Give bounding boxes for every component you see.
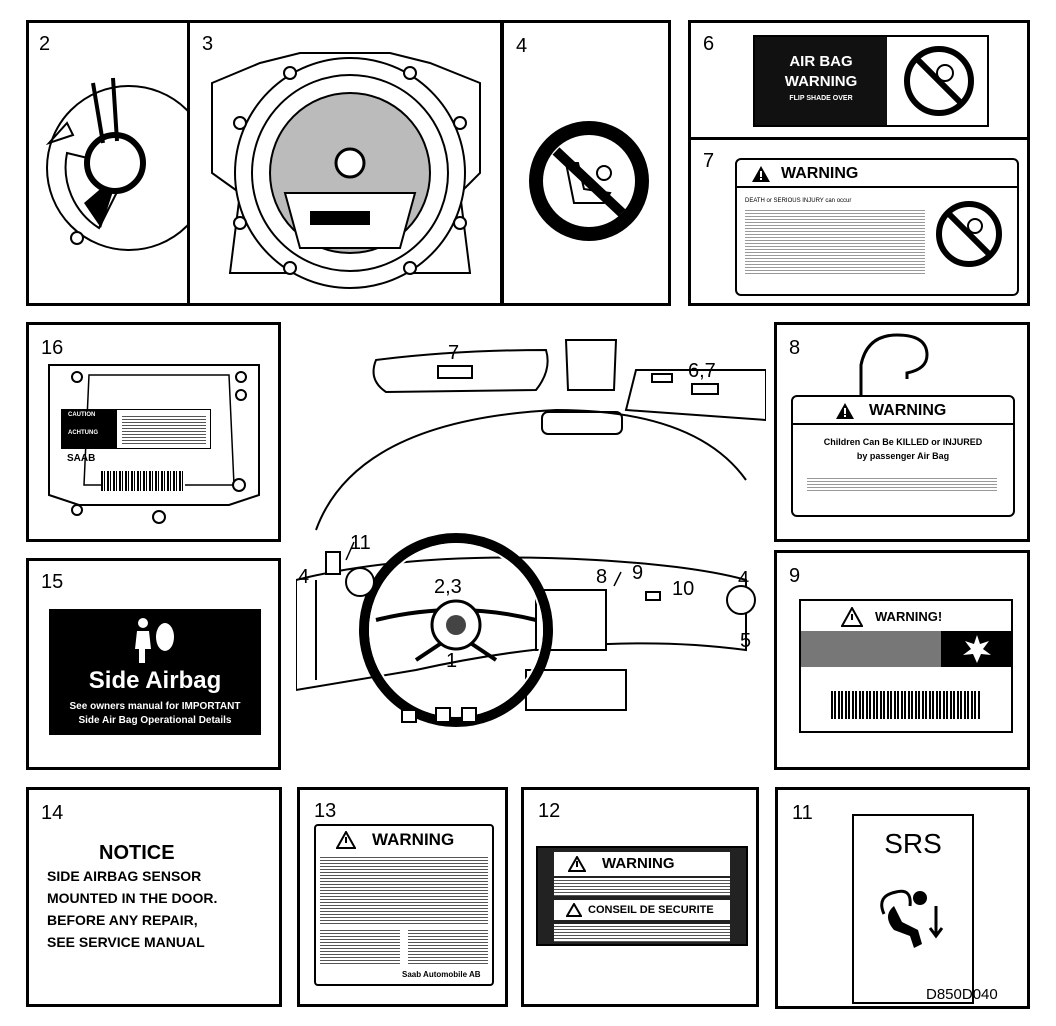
warning-triangle-icon xyxy=(841,607,863,627)
label-line1: See owners manual for IMPORTANT xyxy=(69,701,241,712)
brand-text: SAAB xyxy=(67,453,96,464)
warning-label: WARNING Saab Automobile AB xyxy=(314,824,494,986)
callout-9: 9 xyxy=(632,562,644,584)
callout-8: 8 xyxy=(596,566,608,588)
bilingual-warning-label: WARNING CONSEIL DE SECURITE xyxy=(536,846,748,946)
side-airbag-person-icon xyxy=(135,618,174,663)
callout-7: 7 xyxy=(448,342,460,364)
notice-title: NOTICE xyxy=(99,842,175,864)
panel-number: 3 xyxy=(202,33,214,55)
warning-triangle-icon xyxy=(836,403,854,419)
callout-2-3: 2,3 xyxy=(434,576,462,598)
caution-text: CAUTION xyxy=(68,412,96,418)
explosion-icon xyxy=(963,635,991,663)
no-airbag-seat-icon xyxy=(904,46,974,116)
panel-number: 16 xyxy=(41,337,64,359)
panel-8-hangtag: 8 WARNING Children Can Be KILLED or INJU… xyxy=(774,322,1030,542)
panel-12-bilingual-warning: 12 WARNING CONSEIL DE SECURITE xyxy=(521,787,759,1007)
no-airbag-seat-icon xyxy=(936,201,1002,267)
panel-7-visor-warning: 7 WARNING DEATH or SERIOUS INJURY can oc… xyxy=(688,137,1030,306)
module-label: CAUTION ACHTUNG xyxy=(61,409,211,449)
callout-10: 10 xyxy=(672,578,695,600)
panel-number: 9 xyxy=(789,565,801,587)
warning-triangle-icon xyxy=(752,166,770,182)
label-title-line2: WARNING xyxy=(784,73,858,90)
notice-line-3: BEFORE ANY REPAIR, xyxy=(47,912,198,928)
visor-warning-label: WARNING DEATH or SERIOUS INJURY can occu… xyxy=(735,158,1019,296)
panel-number: 4 xyxy=(516,35,528,57)
panel-number: 15 xyxy=(41,571,64,593)
panel-number: 12 xyxy=(538,800,561,822)
notice-line-1: SIDE AIRBAG SENSOR xyxy=(47,868,202,884)
panel-16-control-module: 16 CAUTION ACHTUNG SAAB xyxy=(26,322,281,542)
panel-11-srs-label: 11 SRS xyxy=(775,787,1030,1009)
panel-number: 7 xyxy=(703,150,715,172)
panel-number: 2 xyxy=(39,33,51,55)
callout-1: 1 xyxy=(446,650,458,672)
achtung-text: ACHTUNG xyxy=(68,430,98,436)
hangtag-hook xyxy=(859,333,929,397)
panel-number: 14 xyxy=(41,802,64,824)
panel-number: 11 xyxy=(792,802,813,824)
panel-13-warning-label: 13 WARNING Saab Automobile AB xyxy=(297,787,508,1007)
srs-label: SRS xyxy=(852,814,974,1004)
figure-code: D850D040 xyxy=(926,986,998,1003)
callout-6-7: 6,7 xyxy=(688,360,716,382)
panel-number: 13 xyxy=(314,800,337,822)
label-header: WARNING xyxy=(372,830,455,849)
notice-line-4: SEE SERVICE MANUAL xyxy=(47,934,205,950)
barcode xyxy=(101,471,185,491)
label-sub: CONSEIL DE SECURITE xyxy=(588,904,714,916)
panel-number: 6 xyxy=(703,33,715,55)
inflator-illustration xyxy=(45,77,187,251)
label-title: Side Airbag xyxy=(88,667,222,694)
label-small-text: FLIP SHADE OVER xyxy=(789,95,853,102)
warning-barcode-label: WARNING! xyxy=(799,599,1013,733)
label-header: WARNING xyxy=(869,402,947,419)
label-footer: Saab Automobile AB xyxy=(402,970,481,979)
panel-15-side-airbag-label: 15 Side Airbag See owners manual for IMP… xyxy=(26,558,281,770)
panel-number: 8 xyxy=(789,337,801,359)
callout-5: 5 xyxy=(740,630,752,652)
panel-9-sunvisor-barcode-label: 9 WARNING! xyxy=(774,550,1030,770)
panel-3-airbag-module: 3 xyxy=(187,20,503,306)
label-line2: Side Air Bag Operational Details xyxy=(78,715,232,726)
notice-line-2: MOUNTED IN THE DOOR. xyxy=(47,890,218,906)
no-rear-facing-seat-icon xyxy=(529,121,649,241)
dashboard-illustration xyxy=(296,339,766,727)
label-title-line1: AIR BAG xyxy=(789,53,853,70)
airbag-person-icon xyxy=(880,889,944,948)
dashboard-overview: 7 6,7 11 4 2,3 8 9 10 4 5 1 xyxy=(296,330,766,770)
label-fine-print xyxy=(745,210,925,274)
label-text-block xyxy=(320,856,488,924)
callout-4-left: 4 xyxy=(298,566,310,588)
label-line1: Children Can Be KILLED or INJURED xyxy=(823,437,983,447)
label-line1: DEATH or SERIOUS INJURY can occur xyxy=(745,198,852,204)
warning-triangle-icon xyxy=(336,831,356,849)
warning-triangle-icon xyxy=(568,856,586,872)
panel-4-child-seat-sticker: 4 xyxy=(501,20,671,306)
label-header: WARNING! xyxy=(875,609,943,624)
panel-14-notice-label: 14 NOTICE SIDE AIRBAG SENSOR MOUNTED IN … xyxy=(26,787,282,1007)
side-airbag-label: Side Airbag See owners manual for IMPORT… xyxy=(49,609,261,735)
srs-title: SRS xyxy=(884,828,942,859)
label-header: WARNING xyxy=(781,165,859,182)
callout-11: 11 xyxy=(350,532,371,554)
panel-6-sunvisor-label: 6 AIR BAG WARNING FLIP SHADE OVER xyxy=(688,20,1030,140)
label-line2: by passenger Air Bag xyxy=(856,451,950,461)
callout-4-right: 4 xyxy=(738,568,750,590)
airbag-warning-label: AIR BAG WARNING FLIP SHADE OVER xyxy=(753,35,989,127)
panel-2-steering-inflator: 2 xyxy=(26,20,190,306)
label-fine-print xyxy=(807,477,997,491)
label-header: WARNING xyxy=(602,855,675,872)
hangtag-label: WARNING Children Can Be KILLED or INJURE… xyxy=(791,395,1015,517)
warning-triangle-icon xyxy=(566,903,582,917)
airbag-module-illustration xyxy=(211,52,481,289)
barcode xyxy=(831,691,981,719)
